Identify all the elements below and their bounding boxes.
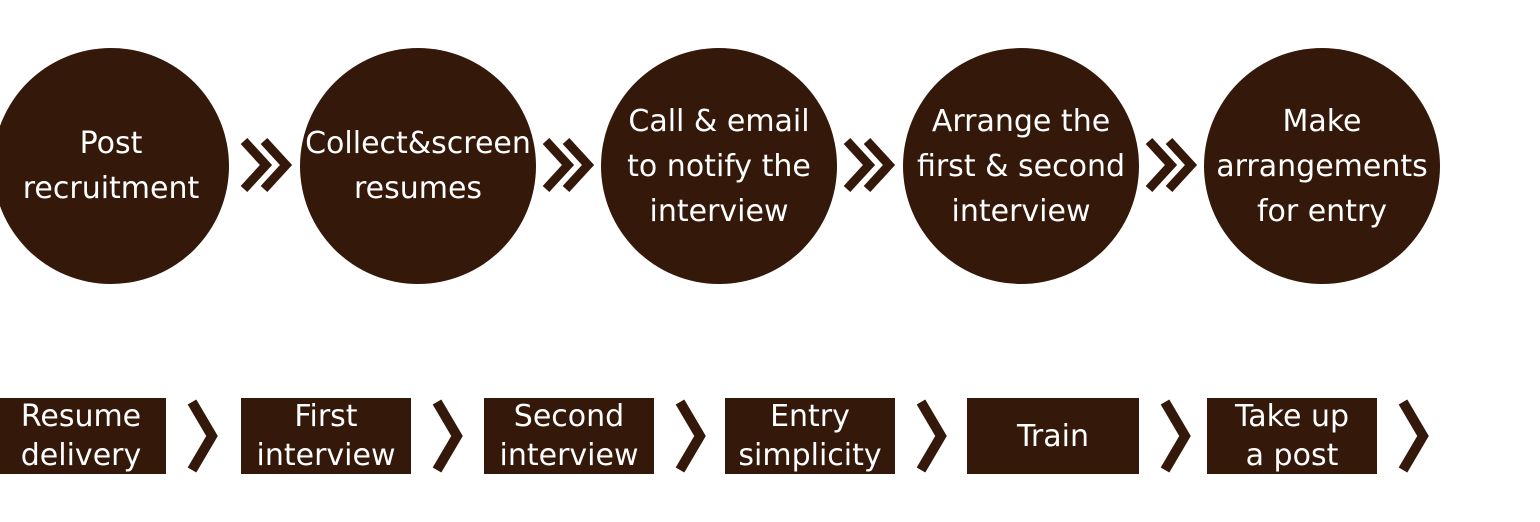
process-circle-text: Collect&screen resumes — [305, 121, 531, 211]
chevron-arrow-icon — [432, 399, 463, 473]
process-circle-line: interview — [649, 193, 789, 229]
step-bar-line: Entry — [770, 399, 850, 434]
chevron-arrow-icon — [1398, 399, 1429, 473]
process-circle-text: Arrange the first & second interview — [917, 99, 1125, 234]
process-circle-4: Arrange the first & second interview — [903, 48, 1139, 284]
process-circle-line: Arrange the — [931, 103, 1111, 139]
step-bar-line: First — [294, 399, 358, 434]
chevron-arrow-icon — [675, 399, 706, 473]
step-bar-text: First interview — [257, 397, 396, 475]
process-circle-text: Call & email to notify the interview — [627, 99, 811, 234]
double-chevron-icon — [542, 137, 595, 193]
process-circle-2: Collect&screen resumes — [300, 48, 536, 284]
step-bar-line: a post — [1245, 438, 1339, 473]
chevron-arrow-icon — [916, 399, 947, 473]
step-bar-3: Second interview — [484, 398, 654, 474]
step-bar-text: Entry simplicity — [738, 397, 881, 475]
step-bar-line: Train — [1017, 418, 1089, 454]
process-circle-1: Post recruitment — [0, 48, 229, 284]
step-bar-line: Take up — [1234, 399, 1350, 434]
process-circle-line: Make — [1282, 103, 1362, 139]
process-circle-line: resumes — [353, 171, 483, 206]
double-chevron-icon — [843, 137, 896, 193]
process-circle-3: Call & email to notify the interview — [601, 48, 837, 284]
process-circle-line: Call & email — [628, 103, 810, 139]
step-bar-text: Resume delivery — [21, 397, 141, 475]
step-bar-1: Resume delivery — [0, 398, 166, 474]
step-bar-line: interview — [256, 438, 396, 473]
chevron-arrow-icon — [1160, 399, 1191, 473]
arrow-chevron — [1398, 399, 1429, 473]
process-circle-line: to notify the — [627, 148, 811, 184]
process-circle-line: Post — [79, 126, 143, 161]
process-circle-line: for entry — [1256, 193, 1388, 229]
arrow-chevron — [916, 399, 947, 473]
step-bar-text: Take up a post — [1235, 397, 1349, 475]
process-circle-line: arrangements — [1216, 148, 1428, 184]
process-circle-line: interview — [951, 193, 1091, 229]
process-circle-text: Make arrangements for entry — [1216, 99, 1428, 234]
step-bar-line: delivery — [20, 438, 142, 473]
step-bar-line: simplicity — [738, 438, 882, 473]
step-bar-6: Take up a post — [1207, 398, 1377, 474]
arrow-chevron — [1160, 399, 1191, 473]
arrow-chevron — [187, 399, 218, 473]
step-bar-text: Second interview — [500, 397, 639, 475]
step-bar-line: interview — [499, 438, 639, 473]
step-bar-line: Second — [513, 399, 625, 434]
process-circle-5: Make arrangements for entry — [1204, 48, 1440, 284]
step-bar-line: Resume — [20, 399, 142, 434]
process-circle-line: first & second — [916, 148, 1126, 184]
arrow-chevron — [432, 399, 463, 473]
process-circle-line: recruitment — [22, 171, 200, 206]
step-bar-5: Train — [967, 398, 1139, 474]
arrow-chevron — [675, 399, 706, 473]
chevron-arrow-icon — [187, 399, 218, 473]
double-chevron-icon — [1145, 137, 1198, 193]
process-circle-line: Collect&screen — [305, 126, 531, 161]
process-circle-text: Post recruitment — [23, 121, 200, 211]
step-bar-4: Entry simplicity — [725, 398, 895, 474]
step-bar-2: First interview — [241, 398, 411, 474]
step-bar-text: Train — [1017, 417, 1089, 456]
double-chevron-icon — [240, 137, 293, 193]
